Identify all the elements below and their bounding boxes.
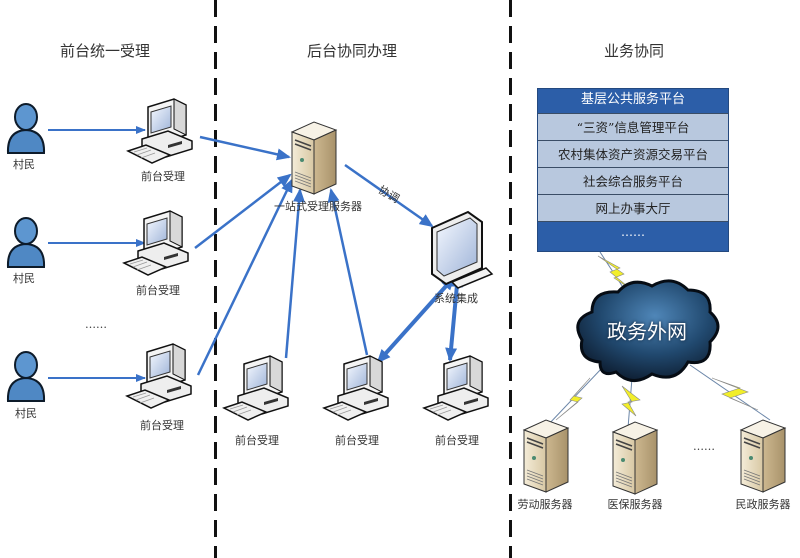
back-terminal-label-1: 前台受理 [235, 434, 279, 447]
front-terminal-label-2: 前台受理 [136, 284, 180, 297]
integration-label: 系统集成 [434, 292, 478, 305]
arrow-front-1-server [199, 135, 291, 161]
labor-server-icon [523, 419, 569, 493]
platform-row: 农村集体资产资源交易平台 [538, 140, 728, 167]
arrow-front-2-server [194, 173, 292, 249]
lightning-network-labor [547, 367, 603, 426]
platform-row: 网上办事大厅 [538, 194, 728, 221]
platform-row: “三资”信息管理平台 [538, 113, 728, 140]
section-divider-left [214, 0, 217, 558]
villager-label-3: 村民 [15, 407, 37, 420]
back-terminal-label-3: 前台受理 [435, 434, 479, 447]
villager-label-2: 村民 [13, 272, 35, 285]
back-terminal-icon-2 [323, 355, 389, 421]
integration-monitor-icon [431, 210, 494, 289]
section-title-back: 后台协同办理 [306, 42, 398, 60]
platform-more: …… [538, 221, 728, 249]
civil-affairs-server-label: 民政服务器 [735, 498, 791, 511]
villager-icon-3 [6, 351, 46, 402]
front-terminal-label-1: 前台受理 [141, 170, 185, 183]
network-cloud-icon [576, 279, 720, 382]
villager-ellipsis: …… [85, 318, 107, 331]
platform-row: 社会综合服务平台 [538, 167, 728, 194]
villager-icon-1 [6, 103, 46, 154]
section-title-business: 业务协同 [603, 42, 665, 60]
arrow-back-2-server [327, 188, 369, 356]
back-terminal-icon-3 [423, 355, 489, 421]
network-label: 政务外网 [607, 319, 687, 344]
labor-server-label: 劳动服务器 [517, 498, 573, 511]
front-terminal-icon-3 [126, 343, 192, 409]
platform-title: 基层公共服务平台 [580, 92, 685, 107]
civil-affairs-server-icon [740, 419, 786, 493]
villager-label-1: 村民 [13, 158, 35, 171]
arrow-coordinate [344, 163, 434, 228]
back-terminal-icon-1 [223, 355, 289, 421]
medical-server-label: 医保服务器 [607, 498, 663, 511]
platform-stack: 基层公共服务平台 “三资”信息管理平台 农村集体资产资源交易平台 社会综合服务平… [537, 88, 729, 252]
arrow-back-1-server [284, 188, 305, 359]
arrow-front-3-server [196, 178, 294, 376]
section-divider-right [509, 0, 512, 558]
lightning-network-civil [689, 364, 771, 421]
section-title-front: 前台统一受理 [59, 42, 151, 60]
front-terminal-label-3: 前台受理 [140, 419, 184, 432]
medical-server-icon [612, 421, 658, 495]
back-terminal-label-2: 前台受理 [335, 434, 379, 447]
arrow-integration-back-3 [445, 273, 463, 362]
arrow-integration-back-2 [376, 276, 456, 364]
server-ellipsis: …… [693, 440, 715, 453]
villager-icon-2 [6, 217, 46, 268]
one-stop-server-icon [291, 121, 337, 195]
one-stop-server-label: 一站式受理服务器 [274, 200, 362, 213]
lightning-network-medical [621, 377, 641, 429]
